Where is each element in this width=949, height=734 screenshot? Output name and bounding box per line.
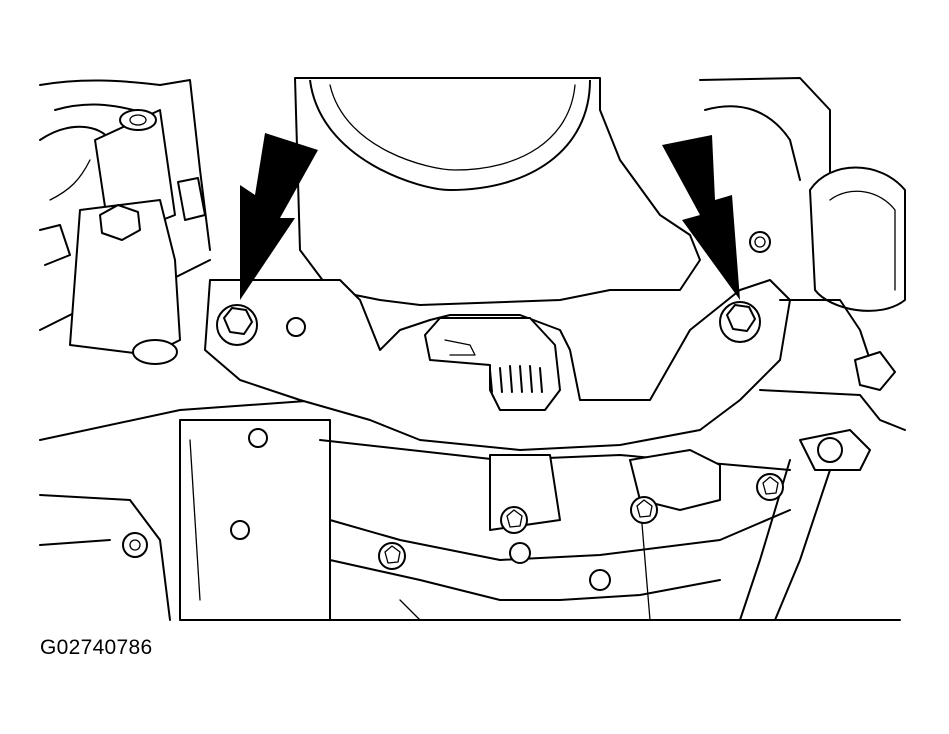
lower-pan-left [39,399,331,621]
arrow-down-icon [240,133,318,300]
transmission-housing [294,77,701,306]
park-gear-segment [424,317,561,411]
arrow-down-icon [662,135,740,300]
figure-code-label: G02740786 [40,636,153,659]
indicator-arrows [240,133,740,300]
engine-block-right [699,77,906,621]
mounting-bracket-left [69,109,206,365]
valve-body [299,439,901,621]
